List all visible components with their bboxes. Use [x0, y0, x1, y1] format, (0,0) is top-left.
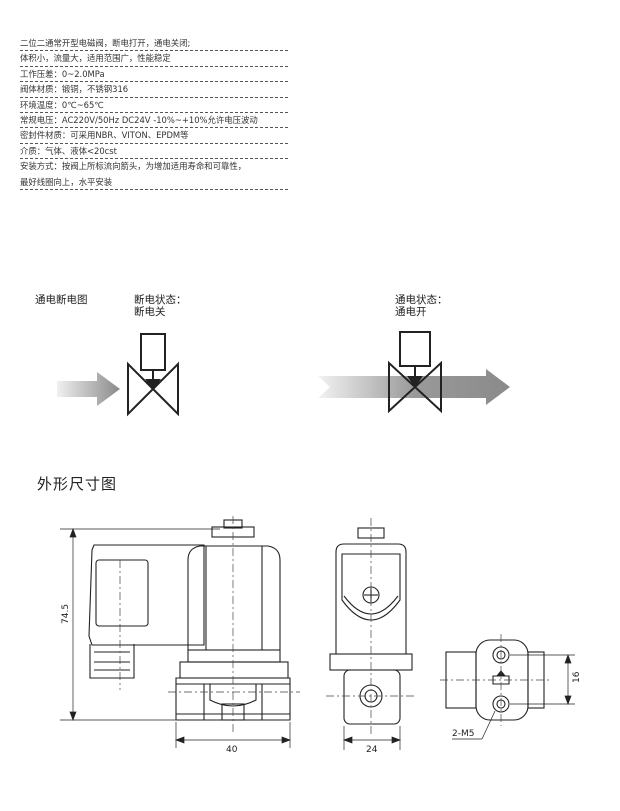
front-view-drawing: [88, 519, 291, 721]
off-state-label: 断电状态：: [134, 294, 187, 306]
spec-line: 最好线圈向上，水平安装: [20, 175, 288, 190]
front-width-dimension: 40: [226, 745, 238, 755]
spec-line: 体积小，流量大，适用范围广，性能稳定: [20, 51, 288, 67]
spec-line: 介质：气体、液体<20cst: [20, 144, 288, 160]
spec-line: 常规电压：AC220V/50Hz DC24V -10%~+10%允许电压波动: [20, 113, 288, 129]
dimension-drawing-title: 外形尺寸图: [37, 475, 118, 493]
height-dimension: 74.5: [61, 604, 71, 624]
state-diagram-heading: 通电断电图: [35, 294, 88, 306]
spec-list: 二位二通常开型电磁阀，断电打开，通电关闭; 体积小，流量大，适用范围广，性能稳定…: [20, 36, 288, 190]
off-state-value: 断电关: [134, 306, 166, 318]
spec-line: 工作压差：0~2.0MPa: [20, 67, 288, 83]
port-spacing-dimension: 16: [572, 671, 582, 683]
thread-callout: 2-M5: [452, 729, 474, 739]
side-width-dimension: 24: [366, 745, 378, 755]
valve-symbol-closed: [127, 333, 179, 417]
side-dimension-lines: [343, 726, 401, 750]
on-state-label: 通电状态：: [395, 294, 448, 306]
spec-line: 安装方式：按阀上所标流向箭头，为增加适用寿命和可靠性，: [20, 161, 247, 172]
spec-line: 阀体材质：锻铜，不锈钢316: [20, 82, 288, 98]
spec-line: 密封件材质：可采用NBR、VITON、EPDM等: [20, 128, 288, 144]
spec-line: 二位二通常开型电磁阀，断电打开，通电关闭;: [20, 36, 288, 52]
valve-symbol-open: [388, 331, 442, 414]
port-dimension-lines: [452, 654, 575, 740]
spec-line: 环境温度：0℃~65℃: [20, 98, 288, 113]
flow-arrow-off: [57, 372, 120, 406]
front-dimension-lines: [60, 528, 291, 748]
on-state-value: 通电开: [395, 306, 427, 318]
